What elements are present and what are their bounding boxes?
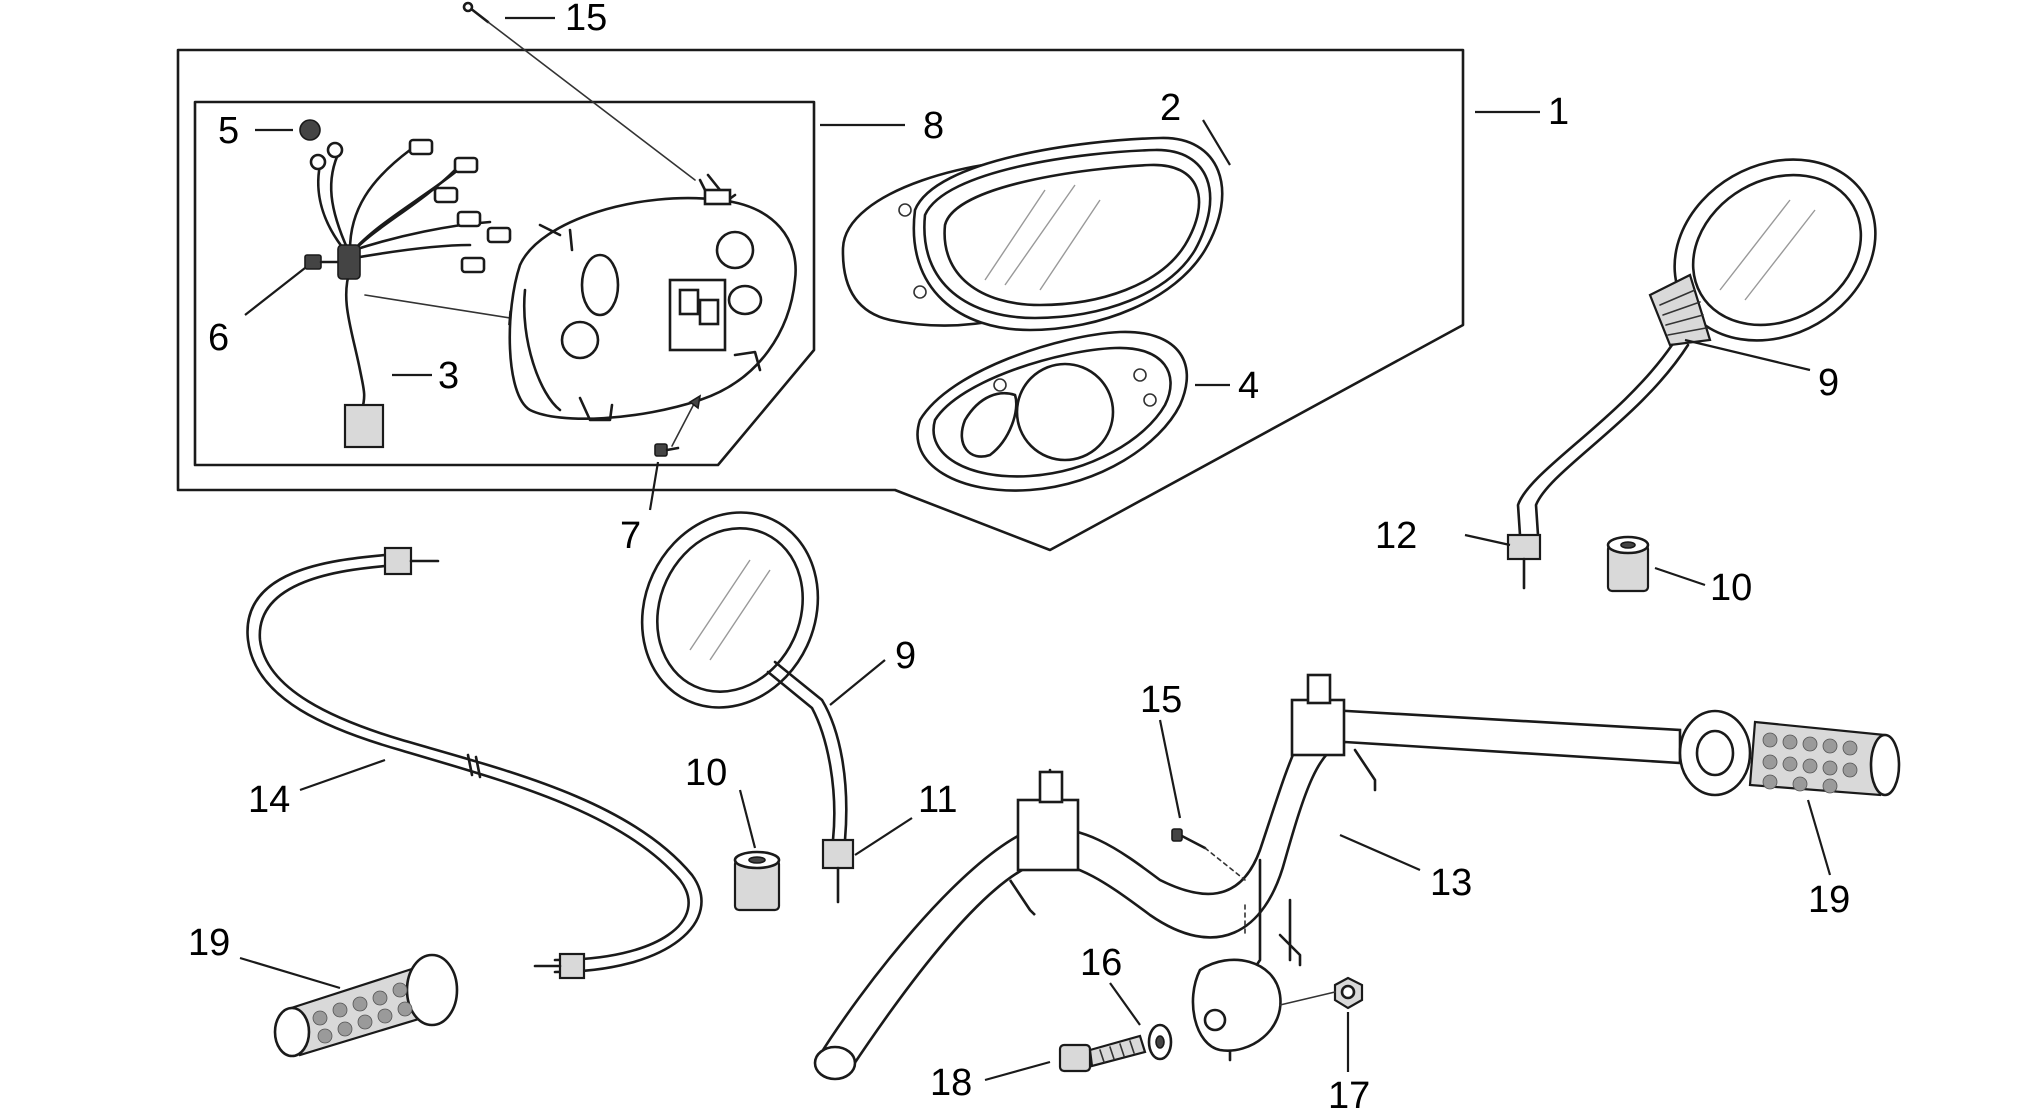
callout-12: 12 [1375,515,1417,557]
callout-2: 2 [1160,87,1181,129]
callout-9-left: 9 [895,635,916,677]
speedometer-cable-part-14 [246,546,703,980]
callout-9-right: 9 [1818,362,1839,404]
spacer-right-part-10 [1606,535,1650,593]
callout-10-left: 10 [685,752,727,794]
nut-part-5 [299,119,321,141]
callout-8: 8 [923,105,944,147]
connector-terminals [309,138,512,274]
screw-part-15-top [462,1,696,181]
gauge-housing [508,173,797,422]
callout-14: 14 [248,779,290,821]
instrument-subassembly-frame [193,100,816,467]
callout-15-bar: 15 [1140,679,1182,721]
callout-18: 18 [930,1062,972,1104]
callout-17: 17 [1328,1075,1370,1112]
instrument-assembly-frame [176,48,1465,552]
callout-15-top: 15 [565,0,607,39]
callout-13: 13 [1430,862,1472,904]
leader-lines [239,16,1832,1082]
mirror-left-part-9 [640,511,855,904]
gauge-bezel-part-4 [916,330,1189,492]
washer-part-16 [1147,1023,1173,1061]
callout-1: 1 [1548,91,1569,133]
screw-part-7 [654,394,702,457]
callout-3: 3 [438,355,459,397]
callout-5: 5 [218,110,239,152]
screw-part-15-bar [1171,828,1246,881]
bolt-part-18 [1058,1034,1147,1073]
callout-19-left: 19 [188,922,230,964]
callout-11: 11 [918,779,957,821]
nut-part-17 [1279,976,1364,1010]
grip-left-part-19 [273,953,459,1058]
screw-part-6 [304,254,339,270]
callout-19-right: 19 [1808,879,1850,921]
callout-4: 4 [1238,365,1259,407]
callout-labels: 1 2 3 4 5 6 7 8 9 9 10 10 11 12 13 14 15… [188,0,1850,1112]
callout-10-right: 10 [1710,567,1752,609]
callout-7: 7 [620,515,641,557]
instrument-lens-part-2 [912,136,1224,332]
spacer-left-part-10 [733,850,781,912]
callout-6: 6 [208,317,229,359]
grip-right-part-19 [1678,709,1901,797]
callout-16: 16 [1080,942,1122,984]
wiring-harness-part-3 [309,138,522,449]
mirror-right-part-9 [1506,158,1877,590]
handlebar-part-13 [813,673,1682,1081]
